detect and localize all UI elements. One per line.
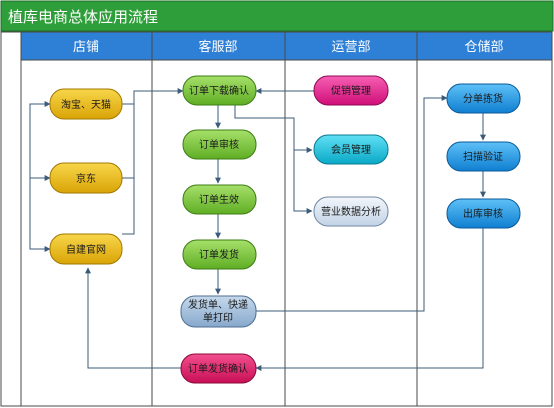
arrow-print-to-split <box>256 95 448 312</box>
node-order-review-label: 订单审核 <box>199 138 239 151</box>
node-own-site-label: 自建官网 <box>66 243 106 256</box>
node-split-pick-label: 分单拣货 <box>463 92 503 105</box>
node-taobao <box>49 88 123 120</box>
node-promo-mgmt-label: 促销管理 <box>331 84 371 97</box>
node-print <box>180 295 257 328</box>
node-biz-analysis-label: 营业数据分析 <box>321 205 381 218</box>
lane-label-wh: 仓储部 <box>464 40 503 55</box>
node-order-download <box>182 75 257 106</box>
node-order-ship-label: 订单发货 <box>199 248 239 261</box>
diagram-title: 植库电商总体应用流程 <box>8 8 158 26</box>
arrow-confirm-to-own-site <box>85 267 181 369</box>
node-order-review <box>182 129 257 160</box>
node-print-label-line2: 单打印 <box>203 311 233 324</box>
node-out-review <box>446 198 521 229</box>
arrow-download-to-analysis <box>234 103 313 214</box>
node-jd-label: 京东 <box>76 172 96 185</box>
title-bar <box>0 0 554 32</box>
line-store-bracket <box>29 103 50 250</box>
arrow-out-to-confirm <box>255 228 484 371</box>
node-biz-analysis <box>313 196 389 227</box>
node-ship-confirm <box>180 353 257 384</box>
lane-label-cs: 客服部 <box>198 39 237 55</box>
node-out-review-label: 出库审核 <box>463 207 503 220</box>
node-order-ship <box>182 239 257 270</box>
swimlane-grid <box>0 31 553 407</box>
node-scan-verify <box>446 141 521 172</box>
node-scan-verify-label: 扫描验证 <box>463 150 503 163</box>
node-member-mgmt-label: 会员管理 <box>331 143 371 156</box>
node-order-effect <box>182 184 257 215</box>
node-ship-confirm-label: 订单发货确认 <box>188 362 248 375</box>
node-member-mgmt <box>313 134 389 165</box>
lane-label-store: 店铺 <box>73 40 99 55</box>
node-split-pick <box>446 83 521 114</box>
arrow-store-to-download <box>122 88 184 235</box>
lane-label-ops: 运营部 <box>331 40 370 55</box>
node-print-label-line1: 发货单、快递 <box>188 298 248 311</box>
node-jd <box>49 162 123 194</box>
lane-header-store <box>20 31 153 61</box>
node-order-download-label: 订单下载确认 <box>189 84 249 97</box>
node-promo-mgmt <box>313 75 389 106</box>
node-order-effect-label: 订单生效 <box>199 193 239 206</box>
node-own-site <box>49 233 123 265</box>
connectors <box>29 88 486 371</box>
node-taobao-label: 淘宝、天猫 <box>61 98 111 111</box>
